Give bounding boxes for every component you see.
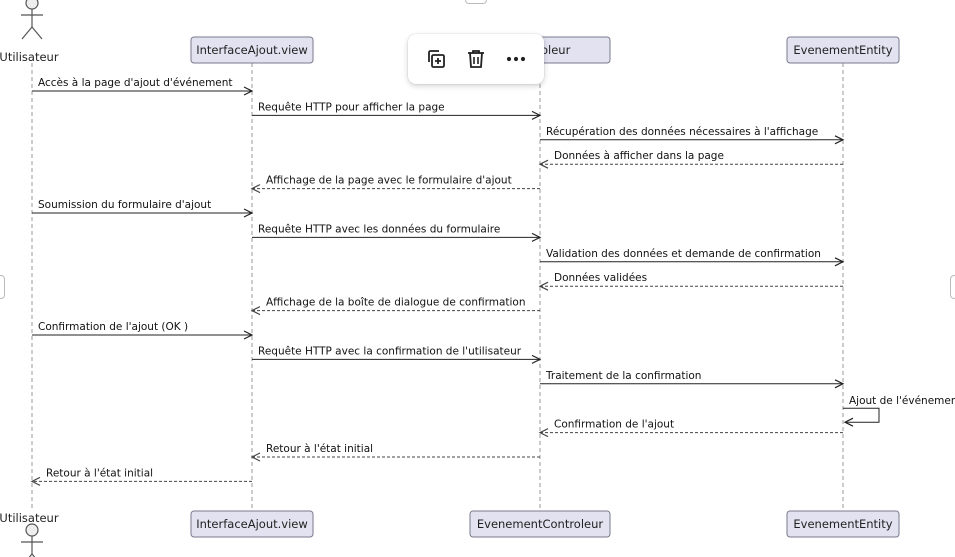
arrow-head — [250, 452, 261, 462]
arrow-head — [834, 257, 845, 267]
message-label: Accès à la page d'ajout d'événement — [38, 77, 233, 89]
actor-top: Utilisateur — [0, 0, 59, 64]
delete-button[interactable] — [460, 43, 492, 75]
actor-leg-right — [31, 26, 43, 40]
actor-leg-left — [28, 553, 33, 557]
message-label: Données validées — [554, 272, 647, 284]
participant-label: InterfaceAjout.view — [196, 43, 308, 57]
message-label: Traitement de la confirmation — [545, 370, 701, 382]
message-1[interactable]: Accès à la page d'ajout d'événement — [32, 77, 254, 96]
arrow-head — [538, 281, 549, 291]
message-label: Confirmation de l'ajout — [554, 419, 674, 431]
message-label: Affichage de la boîte de dialogue de con… — [266, 297, 526, 309]
arrow-head — [243, 330, 254, 340]
participant-box — [190, 36, 314, 64]
arrow-head — [30, 476, 41, 486]
message-11[interactable]: Confirmation de l'ajout (OK ) — [32, 321, 254, 340]
more-options-button[interactable] — [500, 43, 532, 75]
more-icon — [506, 56, 526, 62]
message-8[interactable]: Validation des données et demande de con… — [540, 248, 845, 267]
actor-bottom: Utilisateur — [0, 511, 59, 557]
selection-toolbar — [408, 34, 544, 84]
participant-view-top[interactable]: InterfaceAjout.view — [190, 36, 314, 64]
actor-head-icon — [25, 0, 39, 10]
duplicate-button[interactable] — [420, 43, 452, 75]
arrow-head — [538, 159, 549, 169]
message-label: Données à afficher dans la page — [554, 150, 724, 162]
message-5[interactable]: Affichage de la page avec le formulaire … — [250, 175, 540, 194]
message-16[interactable]: Retour à l'état initial — [250, 443, 540, 462]
message-label: Requête HTTP avec la confirmation de l'u… — [258, 345, 522, 357]
message-9[interactable]: Données validées — [538, 272, 843, 291]
resize-handle-top[interactable] — [465, 0, 487, 4]
participant-label: EvenementEntity — [793, 43, 892, 57]
message-label: Validation des données et demande de con… — [546, 248, 821, 260]
message-label: Affichage de la page avec le formulaire … — [266, 175, 512, 187]
message-2[interactable]: Requête HTTP pour afficher la page — [252, 101, 542, 120]
arrow-head — [531, 110, 542, 120]
arrow-head — [243, 208, 254, 218]
message-14[interactable]: Ajout de l'événemen — [843, 395, 955, 427]
message-7[interactable]: Requête HTTP avec les données du formula… — [252, 223, 542, 242]
arrow-head — [250, 184, 261, 194]
message-10[interactable]: Affichage de la boîte de dialogue de con… — [250, 297, 540, 316]
participant-box — [786, 510, 900, 538]
arrow-head — [243, 86, 254, 96]
message-label: Requête HTTP avec les données du formula… — [258, 223, 500, 235]
participant-entity-top[interactable]: EvenementEntity — [786, 36, 900, 64]
trash-icon — [468, 50, 484, 68]
participant-view-bottom[interactable]: InterfaceAjout.view — [190, 510, 314, 538]
message-label: Confirmation de l'ajout (OK ) — [38, 321, 188, 333]
actor-leg-right — [31, 553, 36, 557]
message-17[interactable]: Retour à l'état initial — [30, 467, 252, 486]
actor-head-icon — [25, 523, 39, 537]
participant-label: InterfaceAjout.view — [196, 517, 308, 531]
participant-label: EvenementControleur — [477, 517, 604, 531]
resize-handle-left[interactable] — [0, 275, 5, 299]
arrow-head — [834, 135, 845, 145]
message-label: Retour à l'état initial — [46, 467, 153, 479]
message-4[interactable]: Données à afficher dans la page — [538, 150, 843, 169]
arrow-head — [250, 306, 261, 316]
message-3[interactable]: Récupération des données nécessaires à l… — [540, 126, 845, 145]
participant-entity-bottom[interactable]: EvenementEntity — [786, 510, 900, 538]
participant-ctrl-bottom[interactable]: EvenementControleur — [469, 510, 611, 538]
participant-label: Utilisateur — [0, 511, 59, 525]
message-label: Retour à l'état initial — [266, 443, 373, 455]
arrow-head — [531, 354, 542, 364]
message-label: Requête HTTP pour afficher la page — [258, 101, 445, 113]
participant-label: Utilisateur — [0, 50, 59, 64]
self-message-line — [843, 407, 880, 423]
participant-box — [469, 510, 611, 538]
message-label: Récupération des données nécessaires à l… — [546, 126, 818, 138]
arrow-head — [834, 379, 845, 389]
resize-handle-right[interactable] — [950, 275, 955, 299]
actor-leg-left — [21, 26, 33, 40]
message-15[interactable]: Confirmation de l'ajout — [538, 419, 843, 438]
message-label: Ajout de l'événemen — [849, 395, 955, 407]
message-6[interactable]: Soumission du formulaire d'ajout — [32, 199, 254, 218]
arrow-head — [843, 417, 854, 427]
participant-label: EvenementEntity — [793, 517, 892, 531]
participant-box — [786, 36, 900, 64]
message-13[interactable]: Traitement de la confirmation — [540, 370, 845, 389]
participant-box — [190, 510, 314, 538]
duplicate-icon — [428, 50, 445, 68]
arrow-head — [538, 428, 549, 438]
arrow-head — [531, 232, 542, 242]
message-label: Soumission du formulaire d'ajout — [38, 199, 211, 211]
message-12[interactable]: Requête HTTP avec la confirmation de l'u… — [252, 345, 542, 364]
